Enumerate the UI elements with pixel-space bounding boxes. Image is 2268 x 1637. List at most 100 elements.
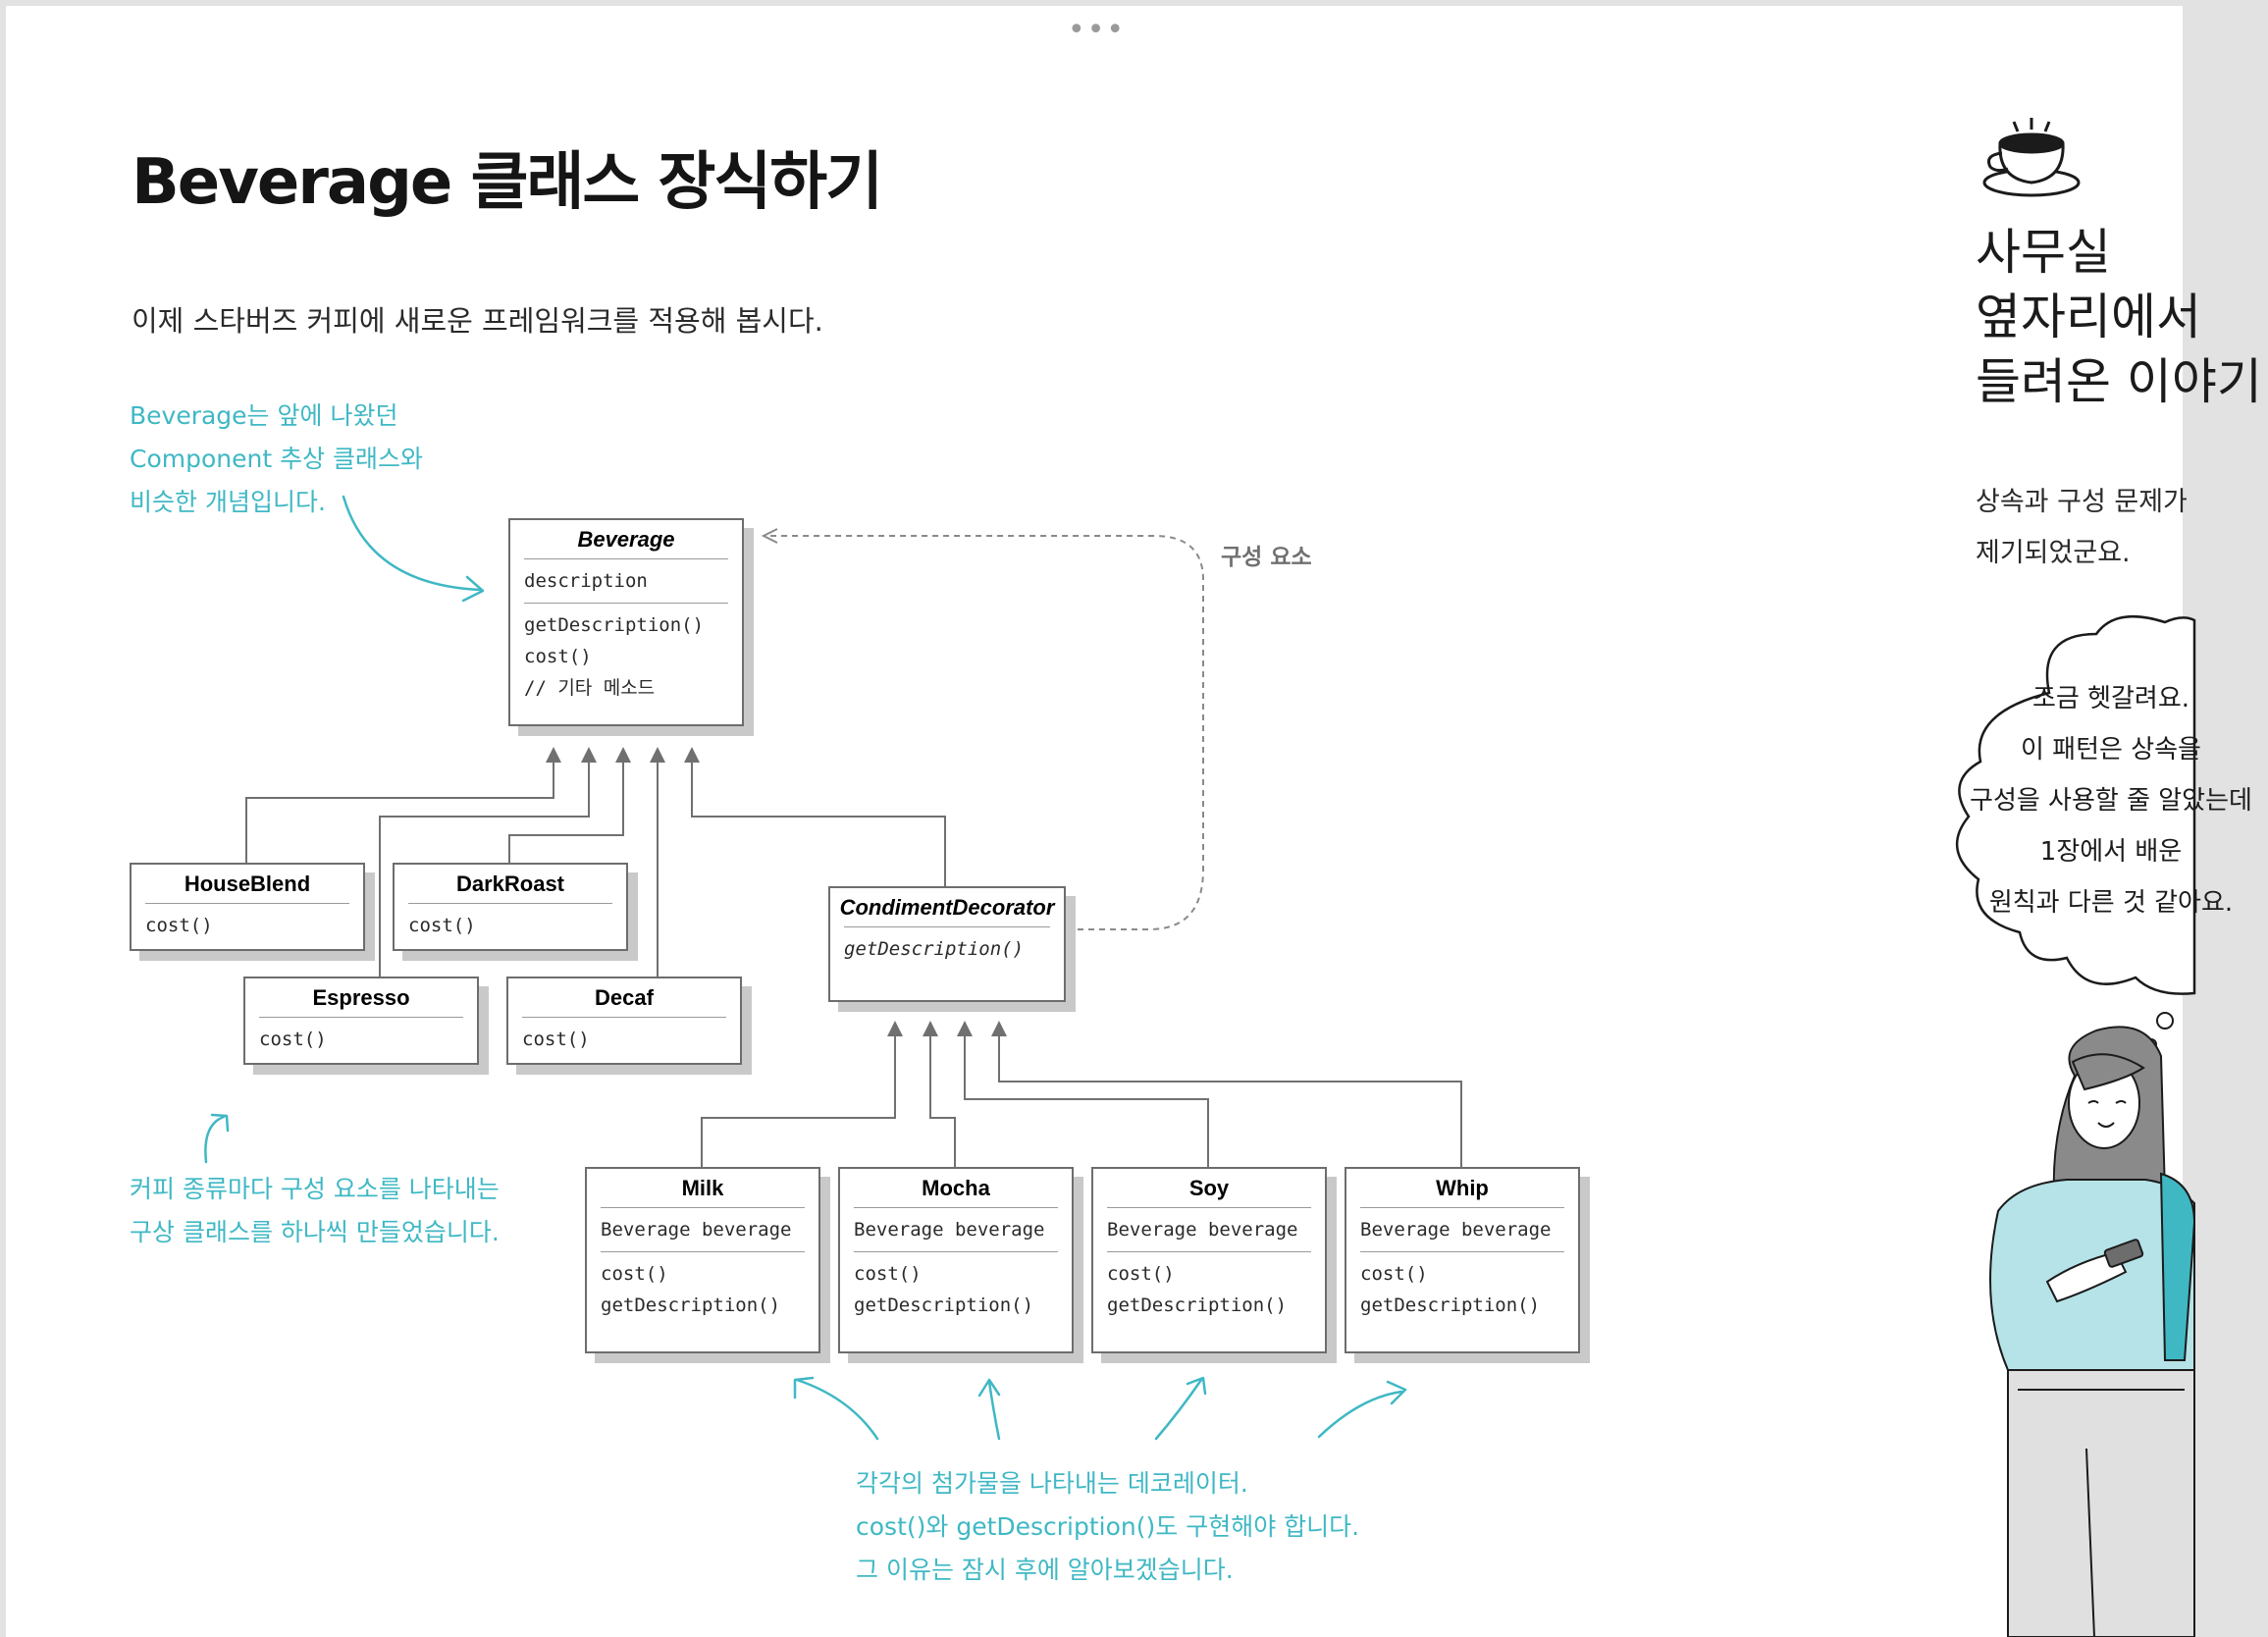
class-name: Milk <box>681 1176 724 1200</box>
inherit-line-mocha <box>929 1027 956 1167</box>
soy-class-box: Soy Beverage beverage cost() getDescript… <box>1091 1167 1327 1353</box>
class-method: cost() <box>259 1029 327 1050</box>
annotation-line: 구상 클래스를 하나씩 만들었습니다. <box>130 1218 500 1246</box>
separator <box>522 1017 726 1018</box>
soy-arrowhead <box>1186 1376 1207 1396</box>
milk-arrow <box>795 1378 879 1441</box>
class-method: cost() <box>854 1263 922 1285</box>
concrete-note-arrowhead <box>210 1113 230 1133</box>
inherit-line-houseblend <box>245 763 554 863</box>
separator <box>844 926 1050 927</box>
separator <box>145 903 349 904</box>
separator <box>601 1207 805 1208</box>
composition-arrowhead <box>761 528 778 544</box>
sidebar-title-line: 들려온 이야기 <box>1976 353 2262 410</box>
class-name: HouseBlend <box>184 871 311 896</box>
beverage-note-arrow <box>342 495 483 592</box>
class-name: DarkRoast <box>455 871 565 896</box>
beverage-annotation: Beverage는 앞에 나왔던 Component 추상 클래스와 비슷한 개… <box>130 395 423 524</box>
class-name: Espresso <box>312 985 410 1010</box>
composition-line <box>764 535 1204 930</box>
intro-text: 이제 스타버즈 커피에 새로운 프레임워크를 적용해 봅시다. <box>132 304 823 338</box>
milk-class-box: Milk Beverage beverage cost() getDescrip… <box>585 1167 820 1353</box>
thought-line: 1장에서 배운 <box>2039 837 2183 867</box>
whip-arrow <box>1317 1390 1403 1439</box>
class-field: Beverage beverage <box>1107 1219 1298 1241</box>
arrowhead <box>887 1021 903 1036</box>
arrowhead <box>991 1021 1007 1036</box>
separator <box>854 1251 1058 1252</box>
separator <box>1107 1207 1311 1208</box>
class-method: cost() <box>1107 1263 1175 1285</box>
more-options-icon[interactable]: ••• <box>1068 13 1127 47</box>
separator <box>408 903 612 904</box>
arrowhead <box>581 747 597 763</box>
mocha-arrowhead <box>977 1378 1001 1398</box>
thought-line: 구성을 사용할 줄 알았는데 <box>1970 786 2252 816</box>
milk-arrowhead <box>793 1376 815 1399</box>
coffee-cup-icon <box>1982 118 2081 197</box>
sidebar-body-line: 상속과 구성 문제가 <box>1976 487 2188 517</box>
class-method: cost() <box>601 1263 668 1285</box>
inherit-line-whip <box>998 1027 1462 1167</box>
class-method: getDescription() <box>1360 1294 1541 1316</box>
separator <box>524 603 728 604</box>
darkroast-class-box: DarkRoast cost() <box>393 863 628 951</box>
separator <box>854 1207 1058 1208</box>
annotation-line: 그 이유는 잠시 후에 알아보겠습니다. <box>856 1556 1234 1584</box>
sidebar-title-line: 사무실 <box>1976 224 2111 281</box>
woman-illustration <box>1989 1026 2196 1637</box>
separator <box>259 1017 463 1018</box>
diagram-connectors <box>204 118 2196 1637</box>
class-method: getDescription() <box>524 614 705 636</box>
class-method: getDescription() <box>844 938 1025 960</box>
component-label: 구성 요소 <box>1221 545 1312 570</box>
sidebar-title-line: 옆자리에서 <box>1976 289 2201 345</box>
thought-dot <box>2156 1012 2174 1030</box>
class-field: Beverage beverage <box>854 1219 1045 1241</box>
arrowhead <box>957 1021 973 1036</box>
class-method: getDescription() <box>1107 1294 1288 1316</box>
book-page: ••• Beverage 클래스 장식하기 이제 스타버즈 커피에 새로운 프레… <box>6 6 2262 1637</box>
mocha-arrow <box>987 1380 1001 1441</box>
inherit-line-espresso <box>379 763 590 977</box>
inherit-line-soy <box>964 1027 1209 1167</box>
class-name: Beverage <box>577 527 675 552</box>
houseblend-class-box: HouseBlend cost() <box>130 863 365 951</box>
thought-bubble <box>1955 614 2196 995</box>
sidebar-body-line: 제기되었군요. <box>1976 538 2131 568</box>
concrete-note-arrow <box>204 1115 226 1164</box>
class-field: Beverage beverage <box>1360 1219 1552 1241</box>
mocha-class-box: Mocha Beverage beverage cost() getDescri… <box>838 1167 1074 1353</box>
arrowhead <box>546 747 561 763</box>
class-name: Whip <box>1436 1176 1489 1200</box>
decaf-class-box: Decaf cost() <box>506 977 742 1065</box>
class-name: CondimentDecorator <box>839 895 1055 920</box>
inherit-line-decorator <box>691 763 946 886</box>
class-method: getDescription() <box>854 1294 1034 1316</box>
class-method: cost() <box>408 915 476 936</box>
thought-line: 원칙과 다른 것 같아요. <box>1988 888 2234 918</box>
condiment-decorator-class-box: CondimentDecorator getDescription() <box>828 886 1066 1002</box>
inherit-line-darkroast <box>508 763 624 863</box>
class-method: getDescription() <box>601 1294 781 1316</box>
soy-arrow <box>1154 1378 1203 1441</box>
annotation-line: cost()와 getDescription()도 구현해야 합니다. <box>856 1512 1360 1541</box>
class-method: cost() <box>524 646 592 667</box>
arrowhead <box>615 747 631 763</box>
beverage-note-arrowhead <box>461 575 485 603</box>
class-method: cost() <box>522 1029 590 1050</box>
separator <box>1360 1251 1564 1252</box>
sidebar-title: 사무실 옆자리에서 들려온 이야기 <box>1976 220 2262 414</box>
separator <box>1107 1251 1311 1252</box>
whip-class-box: Whip Beverage beverage cost() getDescrip… <box>1345 1167 1580 1353</box>
page-title: Beverage 클래스 장식하기 <box>132 146 883 219</box>
beverage-class-box: Beverage description getDescription() co… <box>508 518 744 726</box>
separator <box>1360 1207 1564 1208</box>
annotation-line: Beverage는 앞에 나왔던 <box>130 401 398 430</box>
class-method: cost() <box>1360 1263 1428 1285</box>
thought-bubble-text: 조금 헷갈려요. 이 패턴은 상속을 구성을 사용할 줄 알았는데 1장에서 배… <box>1954 673 2268 928</box>
decorator-annotation: 각각의 첨가물을 나타내는 데코레이터. cost()와 getDescript… <box>856 1462 1359 1592</box>
arrowhead <box>650 747 665 763</box>
class-field: Beverage beverage <box>601 1219 792 1241</box>
